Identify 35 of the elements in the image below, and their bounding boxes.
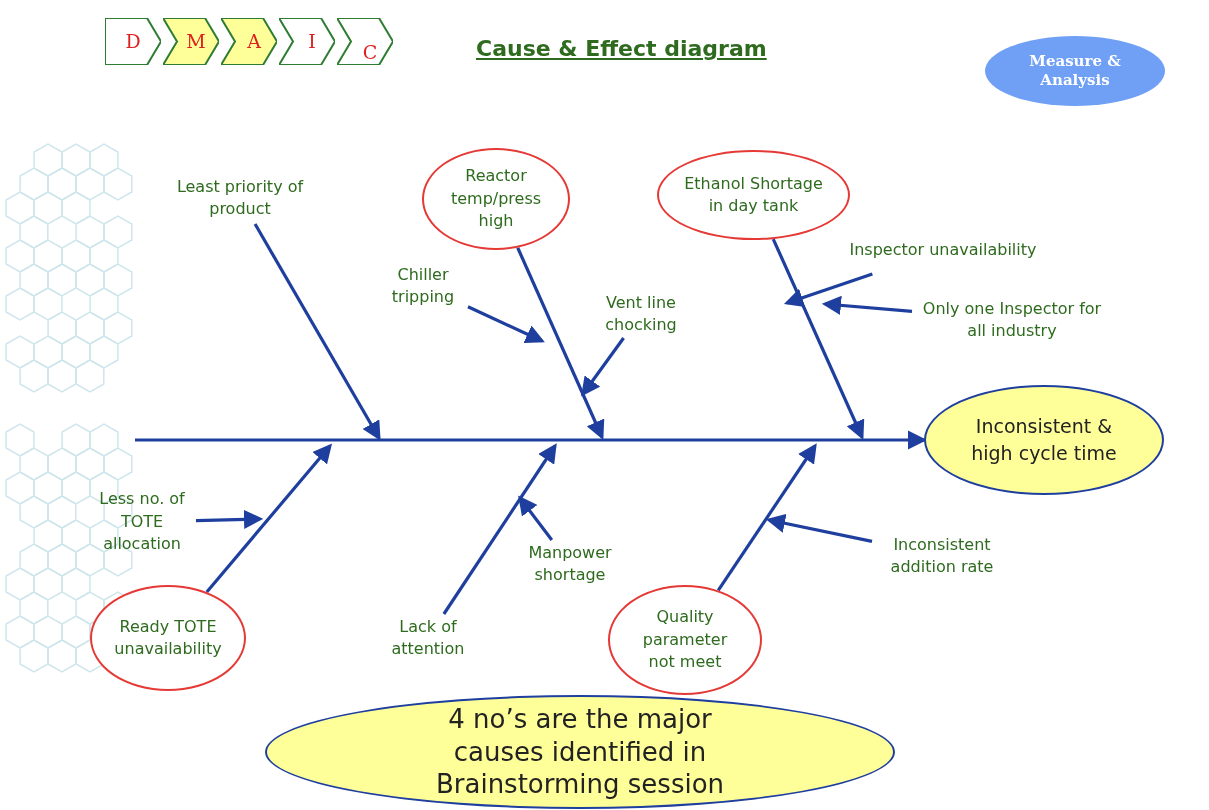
- cause-arrow: [716, 443, 817, 592]
- diagram-title: Cause & Effect diagram: [476, 36, 767, 61]
- summary-ellipse: 4 no’s are the major causes identified in Brainstorming session: [265, 695, 895, 809]
- chevron-step: I: [279, 18, 335, 65]
- cause-label: Less no. of TOTE allocation: [88, 486, 196, 558]
- cause-arrow: [195, 509, 264, 529]
- cause-label: Inspector unavailability: [848, 226, 1038, 274]
- phase-ellipse: Measure & Analysis: [985, 36, 1165, 106]
- effect-ellipse: Inconsistent & high cycle time: [924, 385, 1164, 495]
- cause-label: Only one Inspector for all industry: [912, 296, 1112, 344]
- chevron-step: M: [163, 18, 219, 65]
- cause-arrow: [442, 443, 557, 615]
- cause-arrow: [581, 337, 625, 397]
- cause-label: Least priority of product: [150, 172, 330, 224]
- chevron-step: C: [337, 18, 393, 65]
- cause-label: Manpower shortage: [510, 540, 630, 588]
- cause-arrow: [783, 272, 873, 307]
- cause-arrow: [467, 305, 545, 343]
- cause-label: Inconsistent addition rate: [872, 532, 1012, 580]
- cause-arrow: [205, 443, 333, 594]
- major-cause-ellipse: Quality parameter not meet: [608, 585, 762, 695]
- cause-arrow: [518, 495, 554, 541]
- cause-arrow: [821, 295, 913, 315]
- major-cause-ellipse: Ready TOTE unavailability: [90, 585, 246, 691]
- major-cause-ellipse: Ethanol Shortage in day tank: [657, 150, 850, 240]
- cause-label: Vent line chocking: [588, 290, 694, 338]
- cause-label: Chiller tripping: [378, 262, 468, 310]
- cause-arrow: [253, 223, 381, 441]
- cause-arrow: [771, 238, 865, 440]
- cause-label: Lack of attention: [378, 614, 478, 662]
- major-cause-ellipse: Reactor temp/press high: [422, 148, 570, 250]
- chevron-step: A: [221, 18, 277, 65]
- chevron-step: D: [105, 18, 161, 65]
- cause-arrow: [765, 513, 873, 543]
- cause-arrow: [516, 247, 605, 440]
